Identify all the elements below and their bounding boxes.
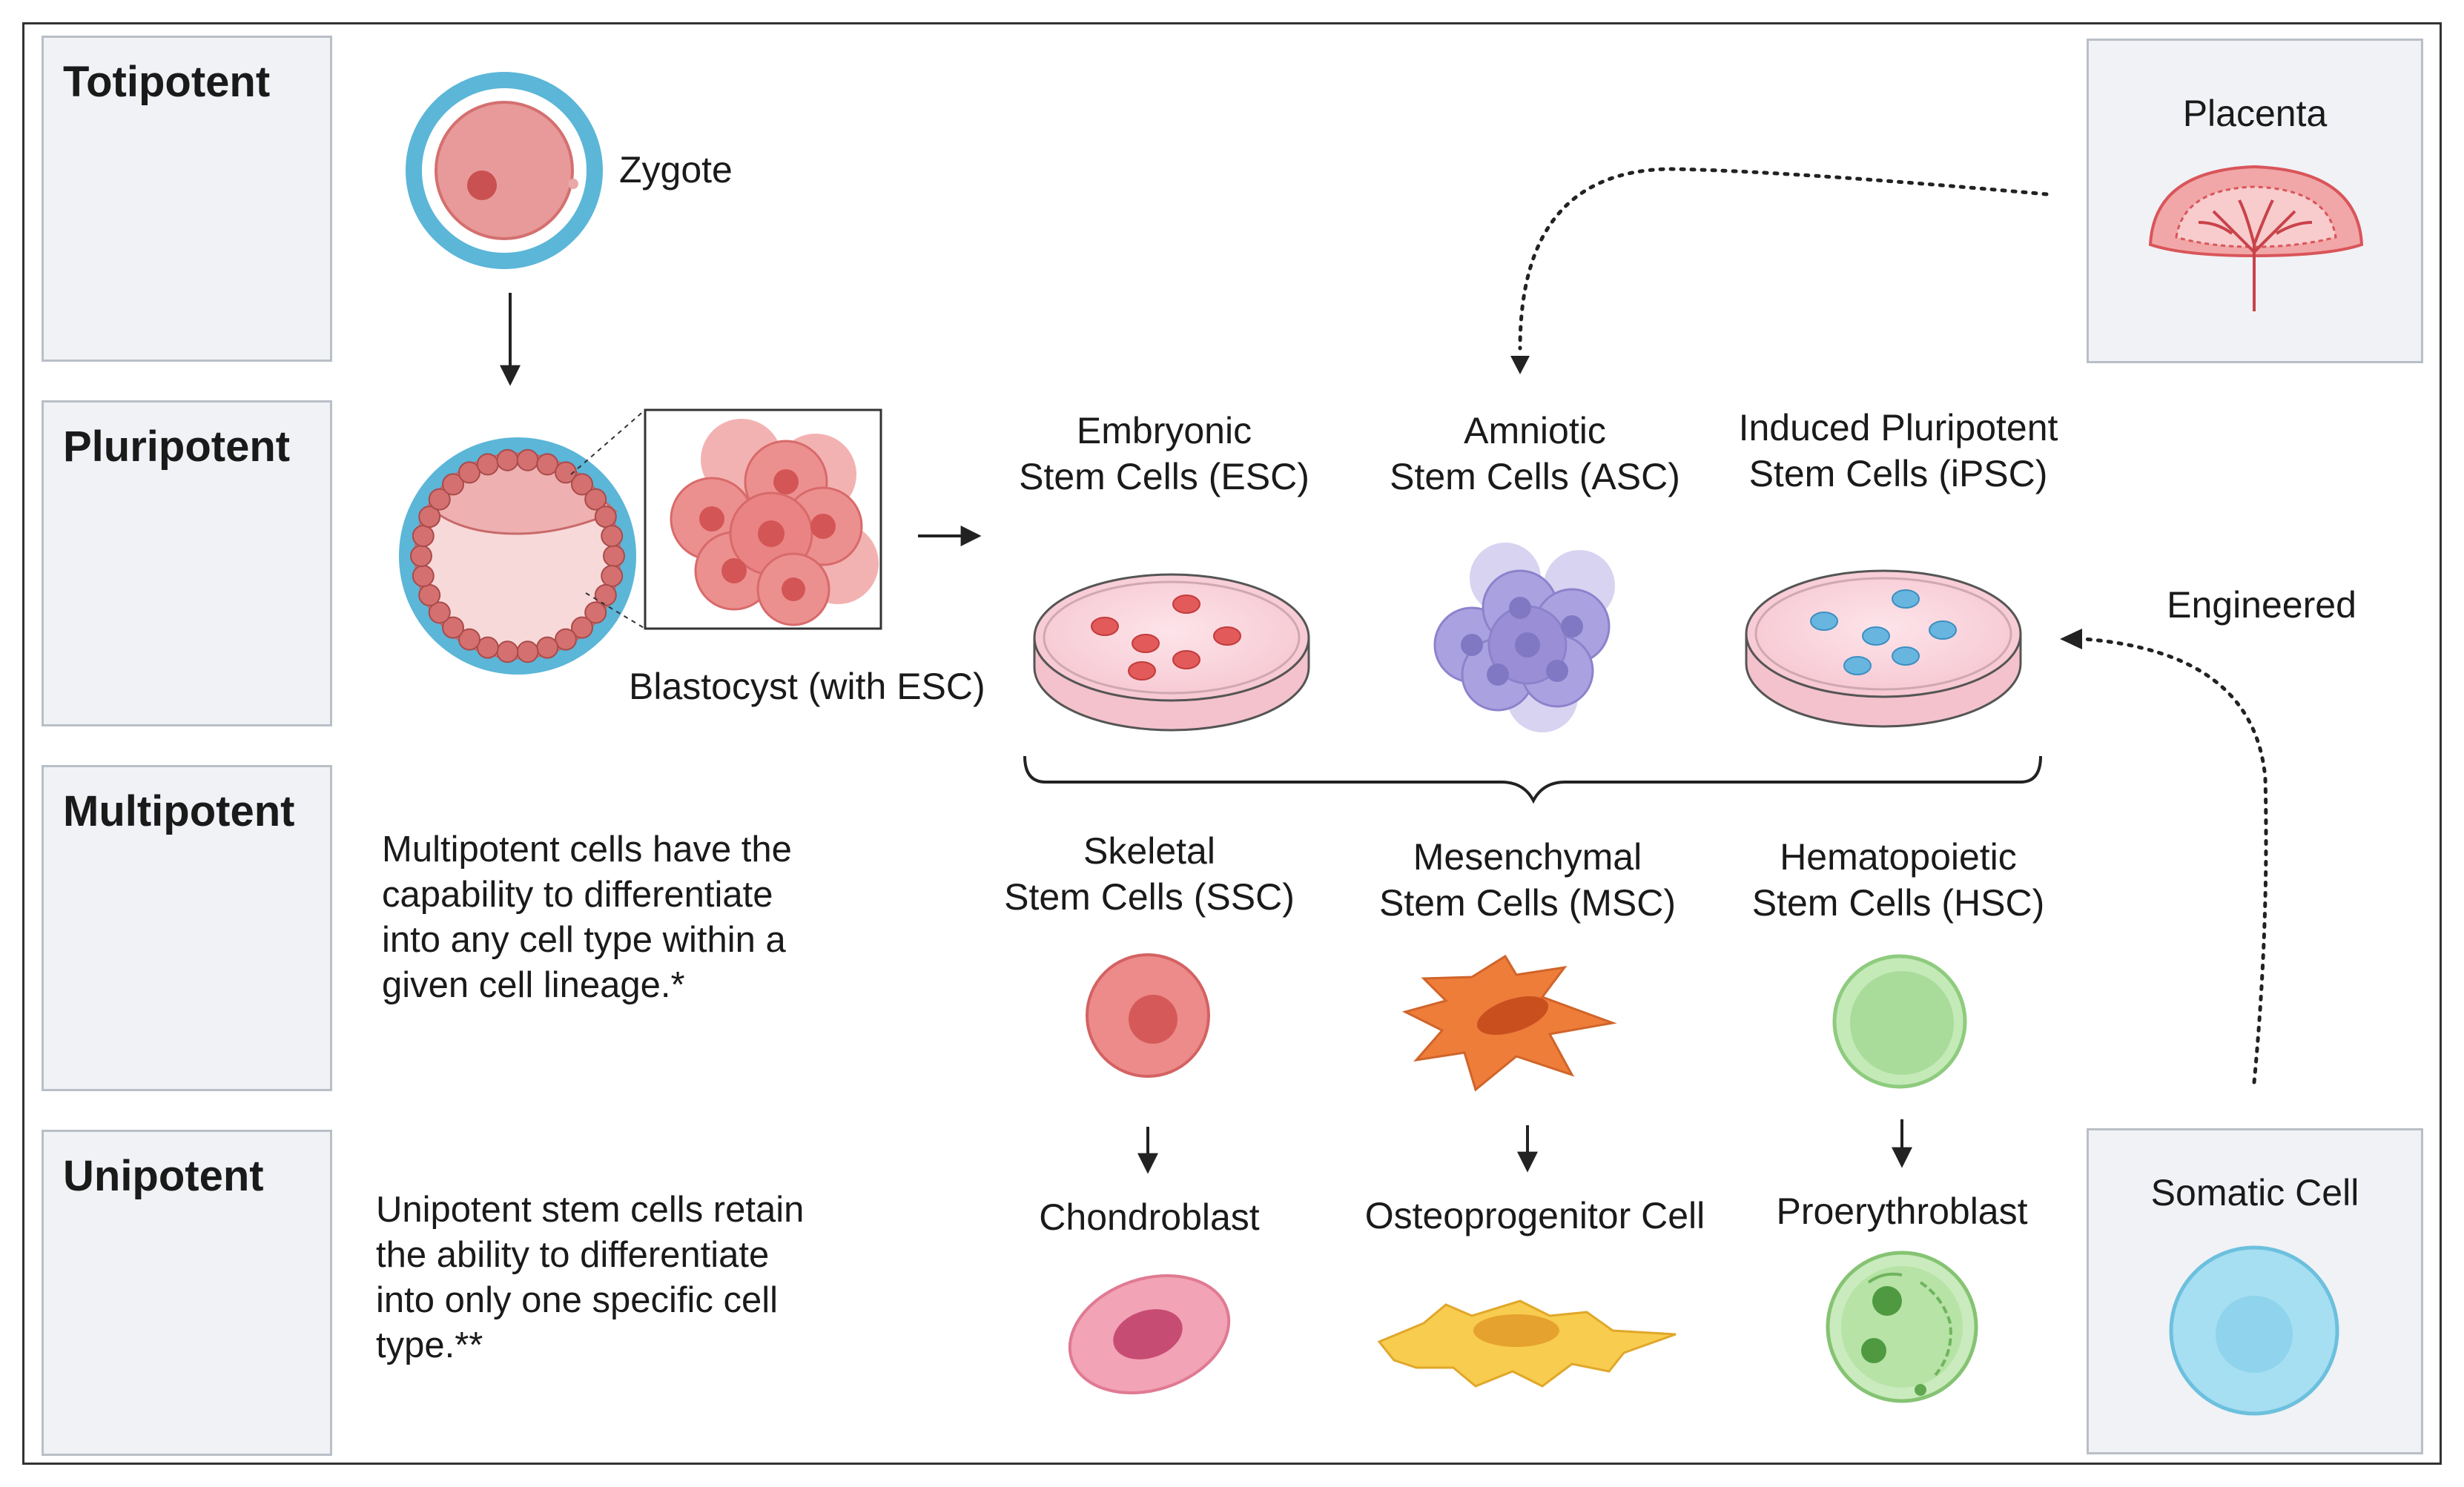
osteoprogenitor-label: Osteoprogenitor Cell <box>1364 1195 1705 1236</box>
trophoblast-cell <box>584 488 607 511</box>
trophoblast-cell <box>571 473 593 496</box>
somatic-cell <box>2169 1245 2339 1416</box>
trophoblast-cell <box>571 616 593 639</box>
totipotent-box: Totipotent <box>42 36 332 362</box>
multipotent-desc-line: Multipotent cells have the <box>382 829 792 870</box>
msc-label-line1: Mesenchymal <box>1413 836 1642 878</box>
trophoblast-cell <box>442 473 464 496</box>
asc-label-line1: Amniotic <box>1464 410 1606 451</box>
trophoblast-cell <box>603 545 625 567</box>
asc-label-line2: Stem Cells (ASC) <box>1390 456 1680 497</box>
trophoblast-cell <box>458 461 480 484</box>
osteoprogenitor-cell <box>1377 1299 1677 1388</box>
esc-petri-dish <box>1033 573 1310 732</box>
proerythroblast-cell <box>1826 1251 1978 1403</box>
chondroblast-cell <box>1068 1274 1231 1395</box>
esc-label-line2: Stem Cells (ESC) <box>1019 456 1309 497</box>
multipotent-desc-line: capability to differentiate <box>382 875 773 915</box>
pluripotent-brace <box>1023 755 2042 804</box>
zygote-cell <box>406 72 603 269</box>
ipsc-label-line1: Induced Pluripotent <box>1738 407 2058 448</box>
ssc-label: Skeletal Stem Cells (SSC) <box>997 828 1301 920</box>
proerythroblast-label: Proerythroblast <box>1776 1190 2028 1232</box>
dotted-arrow-placenta-to-asc <box>1518 167 2049 351</box>
trophoblast-cell <box>496 448 519 471</box>
ipsc-label: Induced Pluripotent Stem Cells (iPSC) <box>1720 405 2076 497</box>
msc-label: Mesenchymal Stem Cells (MSC) <box>1375 834 1679 926</box>
unipotent-desc-line: the ability to differentiate <box>376 1235 770 1275</box>
trophoblast-cell <box>601 565 624 587</box>
hsc-label: Hematopoietic Stem Cells (HSC) <box>1746 834 2050 926</box>
unipotent-desc-line: Unipotent stem cells retain <box>376 1190 805 1230</box>
asc-cell-cluster <box>1433 543 1615 732</box>
trophoblast-cell <box>418 506 441 529</box>
unipotent-label: Unipotent <box>63 1152 264 1200</box>
placenta-label: Placenta <box>2182 93 2328 134</box>
msc-cell <box>1401 954 1617 1092</box>
trophoblast-cell <box>601 525 624 547</box>
totipotent-label: Totipotent <box>63 58 271 106</box>
inner-cell-mass-cluster <box>670 419 879 626</box>
dotted-arrow-somatic-head <box>2060 629 2082 649</box>
dotted-arrow-somatic-to-ipsc <box>2081 637 2268 1084</box>
trophoblast-cell <box>410 545 432 567</box>
trophoblast-cell <box>496 640 519 663</box>
trophoblast-cell <box>555 461 577 484</box>
trophoblast-cell <box>428 488 451 511</box>
hsc-cell <box>1832 954 1967 1089</box>
unipotent-desc-line: into only one specific cell <box>376 1280 779 1320</box>
multipotent-desc-line: into any cell type within a <box>382 920 786 960</box>
ssc-label-line1: Skeletal <box>1083 830 1215 872</box>
multipotent-description: Multipotent cells have the capability to… <box>382 827 792 1008</box>
unipotent-box: Unipotent <box>42 1130 332 1456</box>
ipsc-petri-dish <box>1745 569 2022 728</box>
chondroblast-label: Chondroblast <box>1039 1196 1260 1238</box>
engineered-label: Engineered <box>2167 584 2356 626</box>
placenta-icon <box>2148 165 2364 311</box>
trophoblast-cell <box>476 636 499 659</box>
trophoblast-cell <box>594 583 617 606</box>
zoom-line-bottom <box>585 592 646 629</box>
trophoblast-cell <box>412 525 435 547</box>
trophoblast-cell <box>458 628 480 651</box>
unipotent-desc-line: type.** <box>376 1325 483 1365</box>
ipsc-label-line2: Stem Cells (iPSC) <box>1748 453 2048 494</box>
somatic-cell-label: Somatic Cell <box>2150 1172 2359 1213</box>
multipotent-label: Multipotent <box>63 787 295 835</box>
blastocyst-label: Blastocyst (with ESC) <box>629 666 985 707</box>
trophoblast-cell <box>428 601 451 624</box>
multipotent-desc-line: given cell lineage.* <box>382 965 685 1005</box>
esc-label-line1: Embryonic <box>1076 410 1252 451</box>
ssc-cell <box>1086 953 1210 1078</box>
trophoblast-cell <box>476 453 499 476</box>
pluripotent-label: Pluripotent <box>63 423 291 471</box>
multipotent-box: Multipotent <box>42 765 332 1091</box>
trophoblast-cell <box>412 565 435 587</box>
hsc-label-line1: Hematopoietic <box>1780 836 2017 878</box>
trophoblast-cell <box>536 453 559 476</box>
trophoblast-cell <box>516 448 539 471</box>
asc-label: Amniotic Stem Cells (ASC) <box>1383 408 1687 500</box>
zoom-line-top <box>570 409 646 475</box>
blastocyst-cell <box>399 437 636 675</box>
esc-label: Embryonic Stem Cells (ESC) <box>1012 408 1316 500</box>
hsc-label-line2: Stem Cells (HSC) <box>1751 882 2045 924</box>
trophoblast-cell <box>442 616 464 639</box>
zygote-label: Zygote <box>619 149 733 191</box>
unipotent-description: Unipotent stem cells retain the ability … <box>376 1188 804 1368</box>
trophoblast-cell <box>516 640 539 663</box>
trophoblast-cell <box>555 628 577 651</box>
ssc-label-line2: Stem Cells (SSC) <box>1004 876 1295 918</box>
pluripotent-box: Pluripotent <box>42 400 332 726</box>
trophoblast-cell <box>418 583 441 606</box>
diagram-frame <box>22 22 2442 1465</box>
dotted-arrow-placenta-head <box>1510 356 1530 374</box>
trophoblast-cell <box>584 601 607 624</box>
msc-label-line2: Stem Cells (MSC) <box>1378 882 1677 924</box>
trophoblast-cell <box>594 506 617 529</box>
trophoblast-cell <box>536 636 559 659</box>
